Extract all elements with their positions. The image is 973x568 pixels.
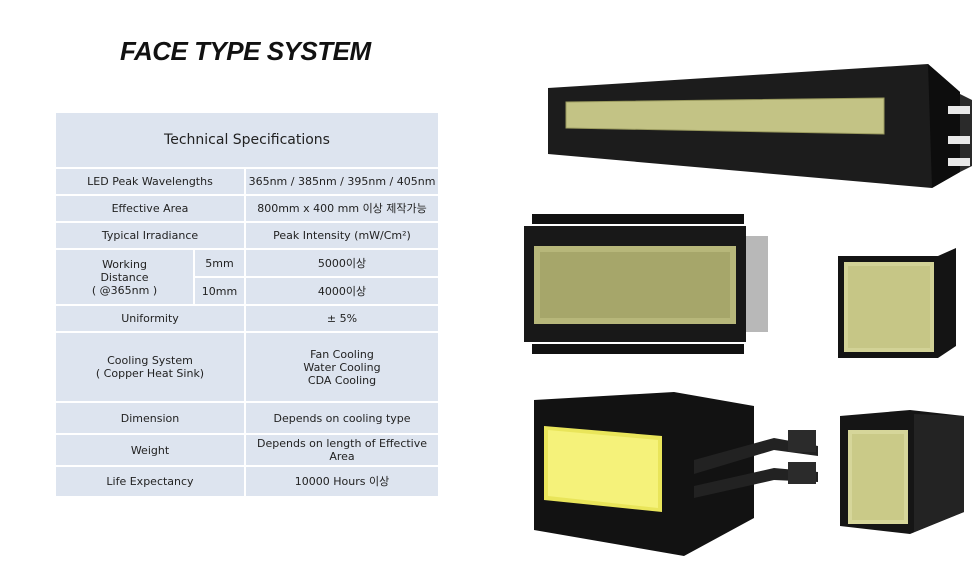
product-images — [520, 40, 972, 560]
row-value-dimension: Depends on cooling type — [243, 401, 441, 435]
product-long-bar — [548, 64, 972, 188]
product-bright-unit — [534, 392, 818, 556]
row-value-effective-area: 800mm x 400 mm 이상 제작가능 — [243, 194, 441, 223]
row-value-uniformity: ± 5% — [243, 304, 441, 333]
table-row: Life Expectancy 10000 Hours 이상 — [54, 465, 441, 498]
product-small-unit — [840, 410, 964, 534]
row-label-uniformity: Uniformity — [54, 304, 246, 333]
value-line: CDA Cooling — [307, 373, 377, 387]
value-line: Fan Cooling — [310, 347, 374, 361]
table-row: Dimension Depends on cooling type — [54, 401, 441, 435]
row-sublabel-5mm: 5mm — [193, 248, 246, 278]
table-row: LED Peak Wavelengths 365nm / 385nm / 395… — [54, 167, 441, 196]
table-row: Typical Irradiance Peak Intensity (mW/Cm… — [54, 221, 441, 250]
row-label-life: Life Expectancy — [54, 465, 246, 498]
table-header-row: Technical Specifications — [53, 111, 441, 169]
row-value-irradiance: Peak Intensity (mW/Cm²) — [243, 221, 441, 250]
row-label-irradiance: Typical Irradiance — [54, 221, 246, 250]
spec-table: Technical Specifications LED Peak Wavele… — [53, 111, 441, 498]
label-line: ( Copper Heat Sink) — [95, 367, 205, 380]
row-value-10mm: 4000이상 — [243, 276, 441, 306]
row-value-weight: Depends on length of Effective Area — [243, 433, 441, 467]
product-panel — [524, 214, 768, 354]
table-row: Uniformity ± 5% — [54, 304, 441, 333]
table-row: Working Distance ( @365nm ) 5mm 5000이상 — [54, 248, 441, 306]
value-line: Water Cooling — [303, 360, 381, 374]
table-header: Technical Specifications — [53, 111, 441, 169]
row-label-dimension: Dimension — [54, 401, 246, 435]
row-label-weight: Weight — [54, 433, 246, 467]
row-label-cooling: Cooling System ( Copper Heat Sink) — [54, 331, 246, 403]
row-sublabel-10mm: 10mm — [193, 276, 246, 306]
label-line: ( @365nm ) — [91, 283, 158, 297]
table-row: Effective Area 800mm x 400 mm 이상 제작가능 — [54, 194, 441, 223]
product-cube — [838, 248, 956, 358]
row-label-effective-area: Effective Area — [54, 194, 246, 223]
table-row: Weight Depends on length of Effective Ar… — [54, 433, 441, 467]
label-line: Distance — [100, 270, 149, 284]
table-row: 10mm 4000이상 — [55, 276, 441, 306]
row-label-led-peak: LED Peak Wavelengths — [54, 167, 246, 196]
row-value-5mm: 5000이상 — [243, 248, 441, 278]
label-line: Working — [102, 257, 147, 271]
row-value-led-peak: 365nm / 385nm / 395nm / 405nm — [243, 167, 441, 196]
row-value-life: 10000 Hours 이상 — [243, 465, 441, 498]
label-line: Cooling System — [107, 354, 193, 367]
row-value-cooling: Fan Cooling Water Cooling CDA Cooling — [243, 331, 441, 403]
page-title: FACE TYPE SYSTEM — [120, 36, 371, 66]
table-row: Cooling System ( Copper Heat Sink) Fan C… — [54, 331, 441, 403]
row-label-working-distance: Working Distance ( @365nm ) — [54, 248, 195, 306]
